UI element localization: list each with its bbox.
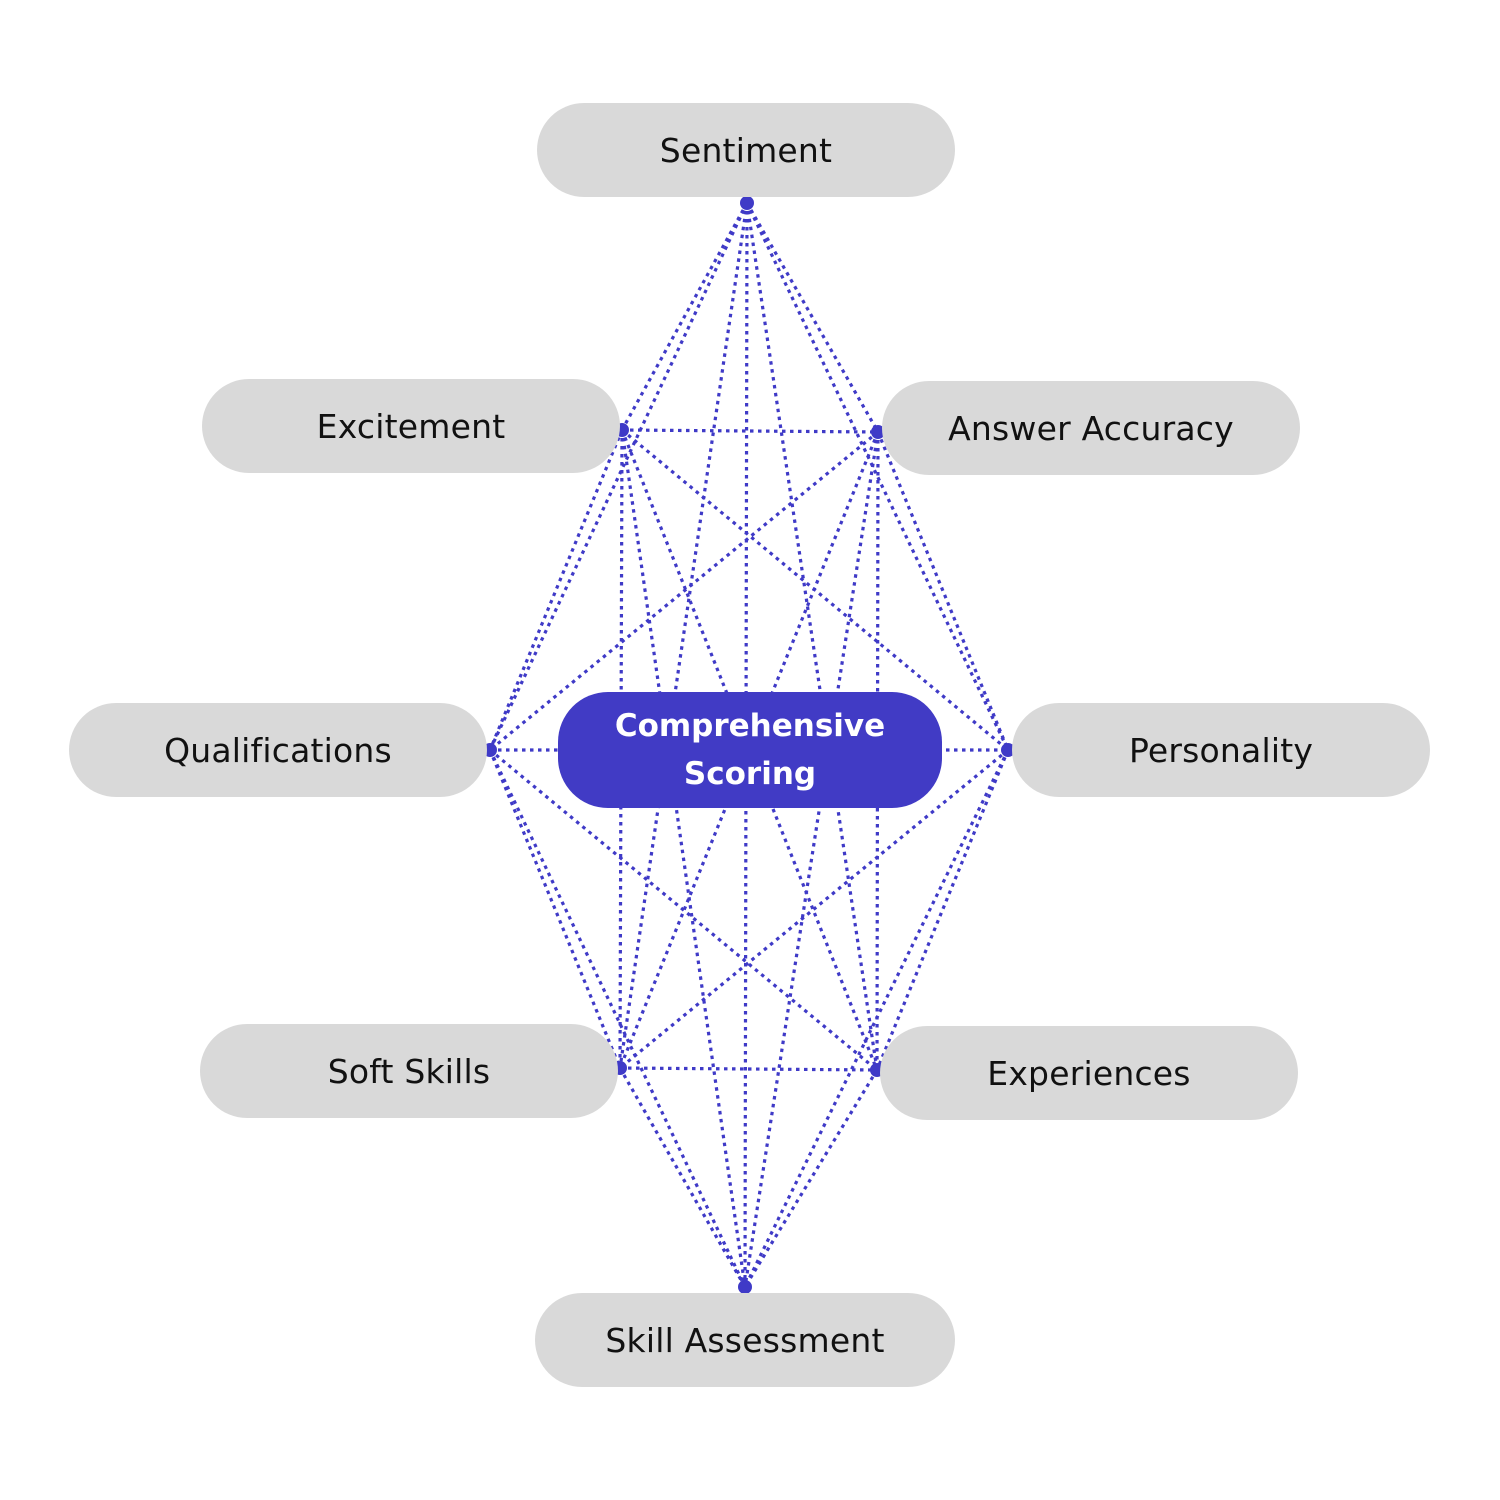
edge-soft-skills-experiences — [619, 1066, 878, 1072]
node-excitement[interactable]: Excitement — [202, 379, 620, 473]
edge-answer-accuracy-experiences — [875, 431, 880, 1071]
edge-excitement-soft-skills — [618, 429, 624, 1069]
center-label-line2: Scoring — [683, 756, 817, 792]
edge-qualifications-soft-skills — [488, 749, 622, 1069]
edge-sentiment-qualifications — [488, 202, 749, 751]
node-qualifications[interactable]: Qualifications — [69, 703, 487, 797]
connector-port-answer-accuracy — [871, 425, 885, 439]
center-label-line1: Comprehensive — [614, 708, 886, 744]
edge-sentiment-personality — [745, 202, 1010, 751]
edge-answer-accuracy-soft-skills — [618, 431, 880, 1069]
edge-excitement-qualifications — [488, 429, 624, 751]
node-skill-assessment[interactable]: Skill Assessment — [535, 1293, 955, 1387]
edge-personality-experiences — [875, 749, 1010, 1071]
node-label-skill-assessment: Skill Assessment — [605, 1320, 885, 1360]
node-label-excitement: Excitement — [316, 406, 506, 446]
edge-personality-soft-skills — [618, 748, 1010, 1070]
edge-answer-accuracy-skill-assessment — [743, 431, 880, 1288]
connector-port-skill-assessment — [738, 1280, 752, 1294]
edge-sentiment-soft-skills — [618, 202, 749, 1069]
node-sentiment[interactable]: Sentiment — [537, 103, 955, 197]
node-label-qualifications: Qualifications — [164, 730, 392, 770]
edge-sentiment-experiences — [745, 202, 879, 1071]
node-label-answer-accuracy: Answer Accuracy — [948, 408, 1234, 448]
edge-answer-accuracy-personality — [876, 431, 1010, 751]
node-label-soft-skills: Soft Skills — [327, 1051, 491, 1091]
edge-personality-skill-assessment — [743, 749, 1010, 1288]
node-answer-accuracy[interactable]: Answer Accuracy — [882, 381, 1300, 475]
edge-excitement-answer-accuracy — [621, 428, 879, 434]
node-label-experiences: Experiences — [987, 1053, 1191, 1093]
edge-qualifications-experiences — [488, 748, 879, 1072]
edge-experiences-skill-assessment — [743, 1069, 879, 1288]
edge-qualifications-skill-assessment — [488, 749, 747, 1288]
node-label-personality: Personality — [1128, 730, 1314, 770]
node-label-sentiment: Sentiment — [659, 130, 833, 170]
edge-excitement-skill-assessment — [620, 429, 747, 1288]
connector-port-personality — [1001, 743, 1015, 757]
edge-answer-accuracy-qualifications — [488, 430, 880, 752]
edge-sentiment-excitement — [620, 202, 749, 431]
node-personality[interactable]: Personality — [1012, 703, 1430, 797]
edge-sentiment-answer-accuracy — [745, 202, 880, 433]
connector-port-sentiment — [740, 196, 754, 210]
node-experiences[interactable]: Experiences — [880, 1026, 1298, 1120]
edge-soft-skills-skill-assessment — [618, 1067, 747, 1288]
node-soft-skills[interactable]: Soft Skills — [200, 1024, 618, 1118]
center-node-comprehensive-scoring[interactable]: Comprehensive Scoring — [558, 692, 942, 808]
